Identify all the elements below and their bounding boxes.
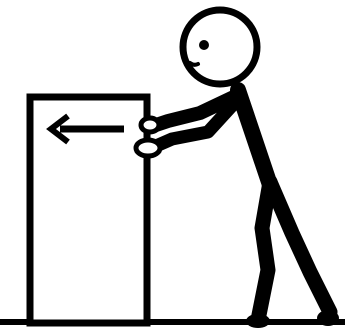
figure-foot-left	[246, 314, 270, 328]
figure-legs	[258, 182, 330, 320]
figure-hand-upper	[141, 118, 159, 132]
stick-figure	[136, 10, 339, 328]
figure-eye	[199, 40, 209, 50]
figure-foot-right	[317, 310, 339, 326]
figure-mouth	[190, 63, 198, 65]
figure-torso	[238, 90, 270, 185]
figure-hand-lower	[136, 140, 160, 156]
figure-head	[183, 10, 257, 84]
